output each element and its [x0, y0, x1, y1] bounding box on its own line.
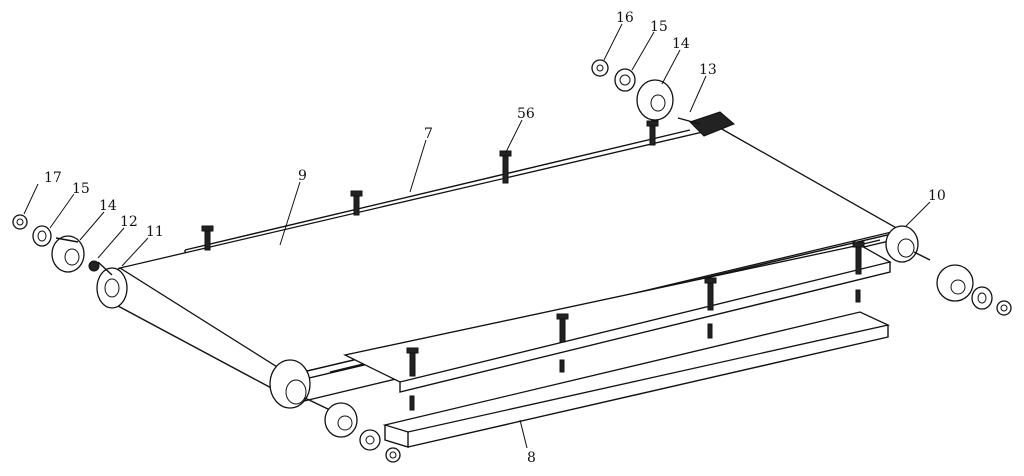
bolt	[556, 313, 569, 343]
front-roller-end	[269, 359, 331, 411]
label-12: 12	[120, 214, 138, 230]
right-roller	[885, 225, 931, 263]
label-15-left: 15	[72, 181, 90, 197]
label-11: 11	[146, 224, 164, 240]
base-bar	[382, 311, 891, 448]
bolt	[852, 241, 865, 275]
label-13: 13	[699, 62, 717, 78]
leader-lines	[23, 23, 931, 449]
bolt	[201, 225, 214, 251]
bolt-lower	[707, 323, 713, 339]
label-15-right: 15	[650, 19, 668, 35]
deck-plate	[343, 244, 892, 393]
label-14-right: 14	[672, 36, 690, 52]
bolt-lower	[855, 289, 861, 303]
bolt	[350, 190, 363, 216]
label-56: 56	[517, 106, 535, 122]
front-hardware	[324, 402, 401, 463]
label-9: 9	[298, 168, 307, 184]
label-17: 17	[44, 170, 62, 186]
bolt	[406, 347, 419, 377]
top-right-hardware	[591, 59, 735, 137]
label-16: 16	[616, 10, 634, 26]
bolt-lower	[559, 359, 565, 373]
left-hardware	[12, 214, 113, 276]
left-roller	[96, 267, 128, 309]
label-10: 10	[928, 188, 946, 204]
bolt-lower	[409, 395, 415, 411]
bolts	[201, 120, 865, 411]
label-14-left: 14	[99, 198, 117, 214]
bolt	[499, 150, 512, 184]
label-8: 8	[527, 450, 536, 466]
part-labels: 17 15 14 12 11 9 7 56 16 15 14 13 10 8	[44, 10, 946, 466]
right-hardware	[936, 264, 1012, 316]
bolt	[704, 277, 717, 311]
bolt	[646, 120, 659, 146]
label-7: 7	[424, 126, 433, 142]
